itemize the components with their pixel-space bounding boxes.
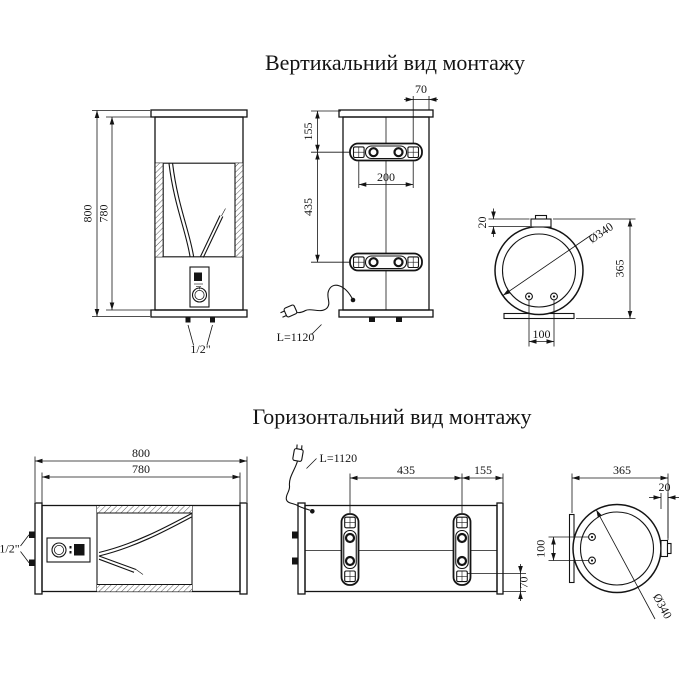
dim-bracket-offset: 20: [659, 480, 671, 494]
keyhole-left: [368, 147, 379, 158]
dim-bracket-spacing: 435: [301, 198, 315, 216]
foot-right: [396, 317, 402, 322]
pipe-stub-bottom: [29, 559, 35, 566]
dim-depth: 365: [613, 463, 631, 477]
dim-bottom-offset: 70: [517, 577, 531, 589]
dim-bracket-to-edge: 155: [474, 463, 492, 477]
tank-bottom-cap: [338, 309, 434, 318]
dim-diameter: Ø340: [586, 219, 616, 246]
insulation-hatch-right: [235, 163, 243, 257]
vertical-section-title: Вертикальний вид монтажу: [265, 50, 525, 75]
display: [74, 544, 85, 556]
dim-length-body: 780: [132, 462, 150, 476]
dim-bracket-spacing: 435: [397, 463, 415, 477]
dim-pipe-thread: 1/2": [190, 342, 210, 356]
dim-height-body: 780: [97, 205, 111, 223]
tank-bottom-cap: [150, 309, 248, 318]
inner-tank: [501, 233, 577, 308]
insulation-hatch-top: [97, 506, 192, 513]
pipe-stub-left: [185, 317, 191, 323]
heating-element: [98, 555, 137, 571]
keyhole-right: [393, 257, 404, 268]
tank-right-cap: [239, 502, 248, 595]
keyhole-top: [456, 532, 468, 544]
side-view-vertical: Ø340 365 20 100: [475, 208, 636, 347]
mounting-bracket-right: [452, 513, 472, 586]
power-cord: L=1120: [285, 444, 358, 514]
control-panel: [189, 266, 210, 308]
mounting-bracket-left: [340, 513, 360, 586]
hanger-notch: [666, 542, 672, 555]
dim-cable-length: L=1120: [320, 451, 358, 465]
rear-view-vertical: 70 155 435 200: [277, 82, 438, 344]
cord-outlet: [310, 509, 315, 514]
dim-top-offset: 155: [301, 123, 315, 141]
diameter-leader: [502, 234, 593, 296]
dim-height-overall: 800: [81, 205, 95, 223]
horizontal-mounting-section: Горизонтальний вид монтажу 800 780: [0, 404, 679, 621]
tank-right-cap: [496, 502, 504, 595]
tank-body: [41, 504, 241, 593]
dim-length-overall: 800: [132, 446, 150, 460]
cutaway-window: [155, 162, 243, 258]
keyhole-right: [393, 147, 404, 158]
side-view-horizontal: 365 20 100 Ø340: [534, 463, 679, 621]
hanger-bracket: [530, 218, 552, 228]
thermostat-knob: [51, 542, 67, 558]
plug: [292, 444, 304, 462]
control-panel: [46, 537, 91, 563]
pipe-stub-right: [210, 317, 215, 323]
dim-hole-edge-offset: 70: [415, 82, 427, 96]
display: [194, 272, 202, 281]
hanger-bracket: [660, 539, 669, 558]
dim-depth: 365: [613, 260, 627, 278]
horizontal-section-title: Горизонтальний вид монтажу: [253, 404, 532, 429]
insulation-hatch-bottom: [97, 584, 192, 592]
rear-view-horizontal: 435 155 70 L=1120: [285, 444, 531, 601]
diameter-leader: [595, 509, 656, 620]
pipe-stub-top: [29, 531, 35, 538]
keyhole-bottom: [344, 555, 356, 567]
plug: [280, 304, 298, 318]
heating-element: [200, 215, 221, 257]
mounting-bracket-lower: [349, 252, 423, 272]
dim-pipe-spacing: 100: [533, 327, 551, 341]
front-view-vertical: 800 780: [81, 109, 248, 356]
dim-pipe-thread: 1/2": [0, 542, 20, 556]
inner-tank: [579, 511, 655, 586]
vertical-mounting-section: Вертикальний вид монтажу 800 780: [81, 50, 636, 356]
dim-hole-spacing: 200: [377, 170, 395, 184]
keyhole-left: [368, 257, 379, 268]
pipe-stub-bottom: [292, 557, 298, 565]
dim-bracket-offset: 20: [475, 217, 489, 229]
keyhole-top: [344, 532, 356, 544]
tank-left-cap: [297, 502, 306, 595]
mounting-bracket-upper: [349, 142, 423, 162]
inner-tube: [168, 163, 191, 257]
inner-tube: [98, 513, 192, 554]
keyhole-bottom: [456, 555, 468, 567]
power-cord: L=1120: [277, 284, 356, 344]
dim-cable-length: L=1120: [277, 330, 315, 344]
dim-pipe-spacing: 100: [534, 540, 548, 558]
foot-left: [369, 317, 375, 322]
cutaway-window: [96, 505, 193, 592]
insulation-hatch-left: [155, 163, 164, 257]
tank-top-cap: [150, 109, 248, 118]
front-view-horizontal: 800 780: [0, 446, 248, 595]
tank-top-cap: [338, 109, 434, 118]
tank-body: [154, 116, 244, 311]
pipe-stub-top: [292, 531, 298, 539]
tank-left-cap: [34, 502, 43, 595]
